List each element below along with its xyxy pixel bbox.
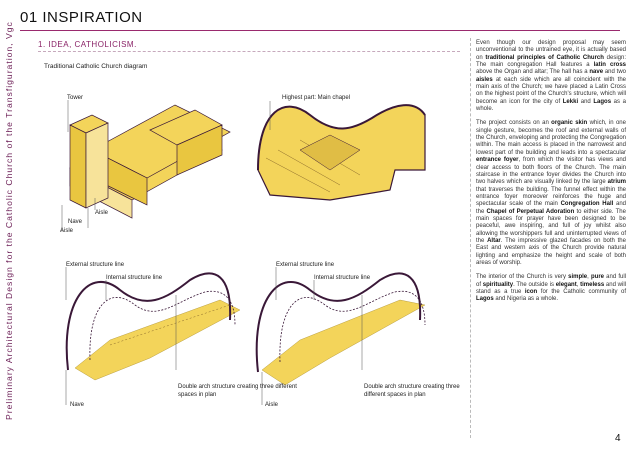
label-external-structure-1: External structure line xyxy=(66,262,125,268)
label-nave-2: Nave xyxy=(70,402,85,408)
double-arch-nave-drawing xyxy=(65,272,241,381)
label-internal-structure-1: Internal structure line xyxy=(106,275,163,281)
description-column: Even though our design proposal may seem… xyxy=(476,40,626,311)
label-internal-structure-2: Internal structure line xyxy=(314,275,371,281)
label-main-chapel: Highest part: Main chapel xyxy=(282,95,351,101)
paragraph-3: The interior of the Church is very simpl… xyxy=(476,274,627,303)
header-rule xyxy=(20,30,620,31)
label-double-arch-1: Double arch structure creating three dif… xyxy=(178,384,297,398)
page-title: 01 INSPIRATION xyxy=(20,9,143,26)
label-nave-1: Nave xyxy=(68,219,83,225)
organic-skin-drawing xyxy=(257,104,426,201)
label-double-arch-2: Double arch structure creating three dif… xyxy=(364,384,460,398)
page-number: 4 xyxy=(615,433,621,444)
label-aisle-2: Aisle xyxy=(60,228,74,234)
section-heading: 1. IDEA, CATHOLICISM. xyxy=(38,40,137,49)
section-rule xyxy=(38,51,460,52)
double-arch-aisle-drawing xyxy=(255,272,426,386)
traditional-church-drawing xyxy=(69,104,231,219)
paragraph-2: The project consists on an organic skin … xyxy=(476,120,627,266)
label-tower: Tower xyxy=(67,95,84,101)
column-divider xyxy=(470,38,471,438)
diagram1-leaders xyxy=(61,100,96,232)
label-aisle-1: Aisle xyxy=(95,210,109,216)
diagram-title: Traditional Catholic Church diagram xyxy=(44,63,148,70)
label-external-structure-2: External structure line xyxy=(276,262,335,268)
label-aisle-3: Aisle xyxy=(265,402,279,408)
paragraph-1: Even though our design proposal may seem… xyxy=(476,40,627,113)
